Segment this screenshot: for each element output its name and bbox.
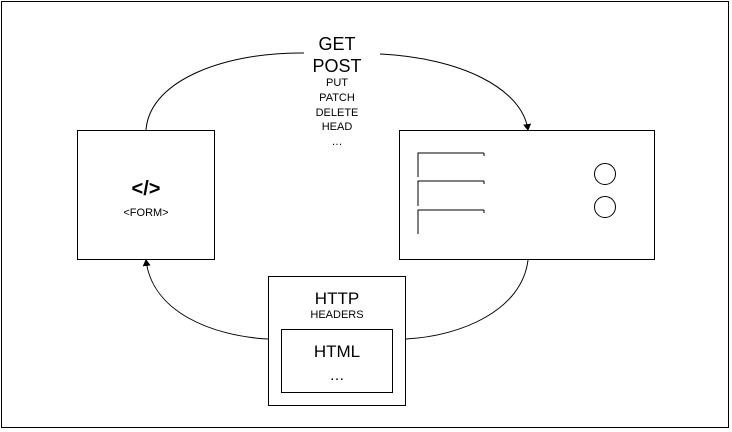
radio-circle-2 (594, 196, 616, 218)
radio-circle-1 (594, 163, 616, 185)
http-label: HTTP (314, 289, 360, 308)
html-label: HTML (313, 342, 361, 361)
list-row-1 (417, 152, 485, 177)
server-page-box (399, 130, 655, 260)
method-put: PUT (326, 77, 348, 89)
client-form-box: </> <FORM> (77, 130, 215, 260)
method-patch: PATCH (319, 92, 355, 104)
request-arrow-left (145, 52, 305, 131)
html-more: … (329, 367, 345, 384)
code-icon: </> (131, 178, 161, 200)
method-more: … (331, 136, 343, 148)
response-arrow-right (405, 259, 529, 340)
list-row-2 (417, 180, 485, 206)
headers-label: HEADERS (310, 309, 364, 321)
method-post: POST (312, 56, 362, 76)
method-head: HEAD (321, 121, 353, 133)
list-row-3 (417, 209, 485, 234)
form-label: <FORM> (123, 207, 169, 219)
page-mockup (417, 152, 616, 234)
request-arrow-right (379, 53, 532, 131)
html-body-box: HTML … (281, 329, 393, 393)
method-delete: DELETE (315, 107, 359, 119)
http-response-box: HTTP HEADERS HTML … (268, 276, 406, 406)
method-get: GET (318, 34, 356, 54)
response-arrow-left (142, 259, 269, 340)
